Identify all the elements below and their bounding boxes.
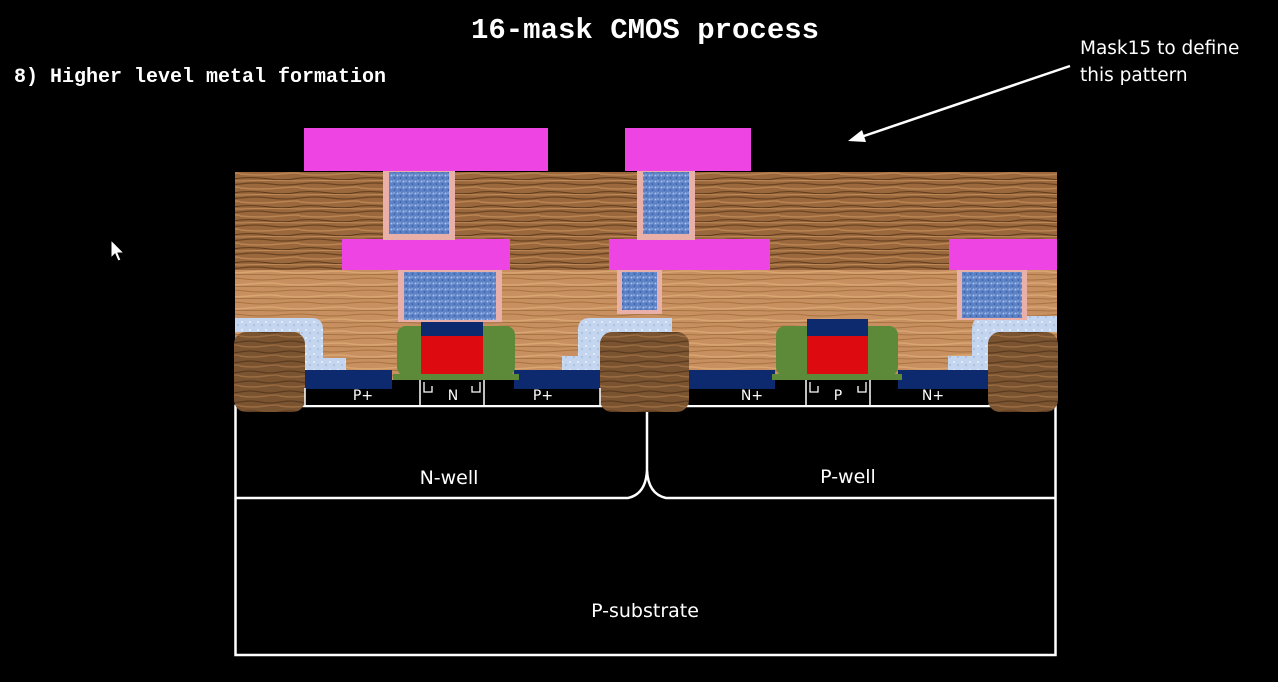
label-n-well: N-well — [420, 467, 479, 489]
via1-a — [404, 272, 496, 320]
nmos-gate-poly — [807, 336, 868, 376]
label-n-plus-right: N+ — [922, 388, 944, 404]
nmos-source-silicide — [689, 370, 775, 389]
label-p-plus-right: P+ — [533, 388, 553, 404]
metal2-c — [949, 239, 1057, 270]
pmos-source-silicide — [305, 370, 392, 389]
nmos-active — [689, 388, 988, 406]
label-n-plus-left: N+ — [741, 388, 763, 404]
step-heading: 8) Higher level metal formation — [14, 66, 387, 89]
via1-c — [962, 272, 1022, 318]
label-p-plus-left: P+ — [353, 388, 373, 404]
field-oxide-left — [234, 332, 305, 412]
annotation-arrowhead — [848, 130, 866, 142]
via2-b — [643, 172, 689, 234]
slide-title: 16-mask CMOS process — [470, 14, 820, 47]
label-p-well: P-well — [820, 466, 876, 488]
label-n-channel: N — [448, 388, 458, 404]
pmos-active — [305, 388, 600, 406]
via1-b — [622, 272, 657, 310]
label-p-substrate: P-substrate — [591, 600, 699, 622]
metal2-a — [342, 239, 510, 270]
pmos-drain-silicide — [514, 370, 600, 389]
label-p-channel: P — [834, 388, 842, 404]
pmos-gate-silicide — [421, 320, 483, 336]
annotation-arrow — [857, 64, 1071, 140]
field-oxide-mid — [600, 332, 689, 412]
mouse-cursor-icon — [110, 238, 126, 262]
via2-a — [389, 172, 449, 234]
nmos-drain-silicide — [898, 370, 988, 389]
metal3-a — [304, 128, 548, 171]
contact-metal-right — [948, 316, 1057, 372]
contact-metal-left — [235, 318, 346, 372]
well-boundary — [236, 469, 1055, 500]
pmos-gate-poly — [421, 336, 483, 376]
metal2-b — [609, 239, 770, 270]
nmos-gate-silicide — [807, 319, 868, 336]
mask-annotation: Mask15 to define this pattern — [1080, 38, 1240, 86]
field-oxide-right — [988, 332, 1058, 412]
metal3-b — [625, 128, 751, 171]
contact-metal-mid — [562, 318, 672, 372]
